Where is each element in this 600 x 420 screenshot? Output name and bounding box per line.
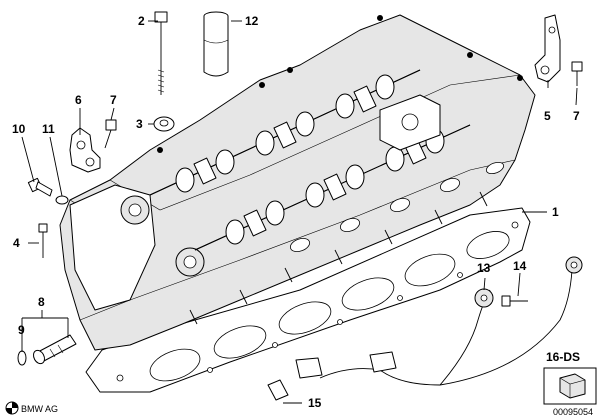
cylinder-head-gasket[interactable] — [85, 207, 531, 393]
lifting-eye-right[interactable] — [534, 14, 561, 83]
o-ring-9[interactable] — [17, 350, 27, 366]
sealing-washer[interactable] — [153, 116, 175, 132]
head-bolt[interactable] — [154, 11, 168, 95]
ds-reference-box[interactable]: 16-DS — [543, 350, 597, 405]
knock-sensor-bolt[interactable] — [501, 295, 528, 307]
oil-pressure-plug[interactable] — [31, 334, 77, 366]
callout-5: 5 — [544, 109, 551, 123]
brand-label: BMW AG — [21, 404, 58, 414]
bolt-left[interactable] — [104, 119, 117, 149]
callout-12: 12 — [245, 14, 259, 28]
bolt-right[interactable] — [571, 61, 583, 86]
brand-footer: BMW AG — [5, 401, 58, 415]
stud-bolt[interactable] — [38, 223, 48, 258]
callout-3: 3 — [136, 117, 143, 131]
callout-7-right: 7 — [573, 109, 580, 123]
callout-2: 2 — [138, 14, 145, 28]
callout-11: 11 — [42, 122, 55, 136]
temperature-sensor[interactable] — [27, 177, 53, 197]
spark-plug-sleeve[interactable] — [203, 11, 229, 77]
o-ring-11[interactable] — [55, 195, 69, 205]
lifting-eye-left[interactable] — [69, 127, 101, 173]
callout-4: 4 — [13, 236, 20, 250]
callout-10: 10 — [12, 122, 26, 136]
callout-14: 14 — [513, 259, 527, 273]
callout-13: 13 — [477, 261, 491, 275]
cylinder-head — [59, 14, 536, 351]
leader-lines — [21, 20, 578, 404]
callout-1: 1 — [552, 205, 559, 219]
ds-label: 16-DS — [546, 350, 580, 364]
callout-8: 8 — [38, 295, 45, 309]
callout-7-left: 7 — [110, 93, 117, 107]
callout-9: 9 — [18, 323, 25, 337]
callout-15: 15 — [308, 396, 322, 410]
callout-6: 6 — [75, 93, 82, 107]
diagram-code: 00095054 — [553, 407, 593, 417]
knock-sensor-harness[interactable] — [267, 256, 583, 401]
